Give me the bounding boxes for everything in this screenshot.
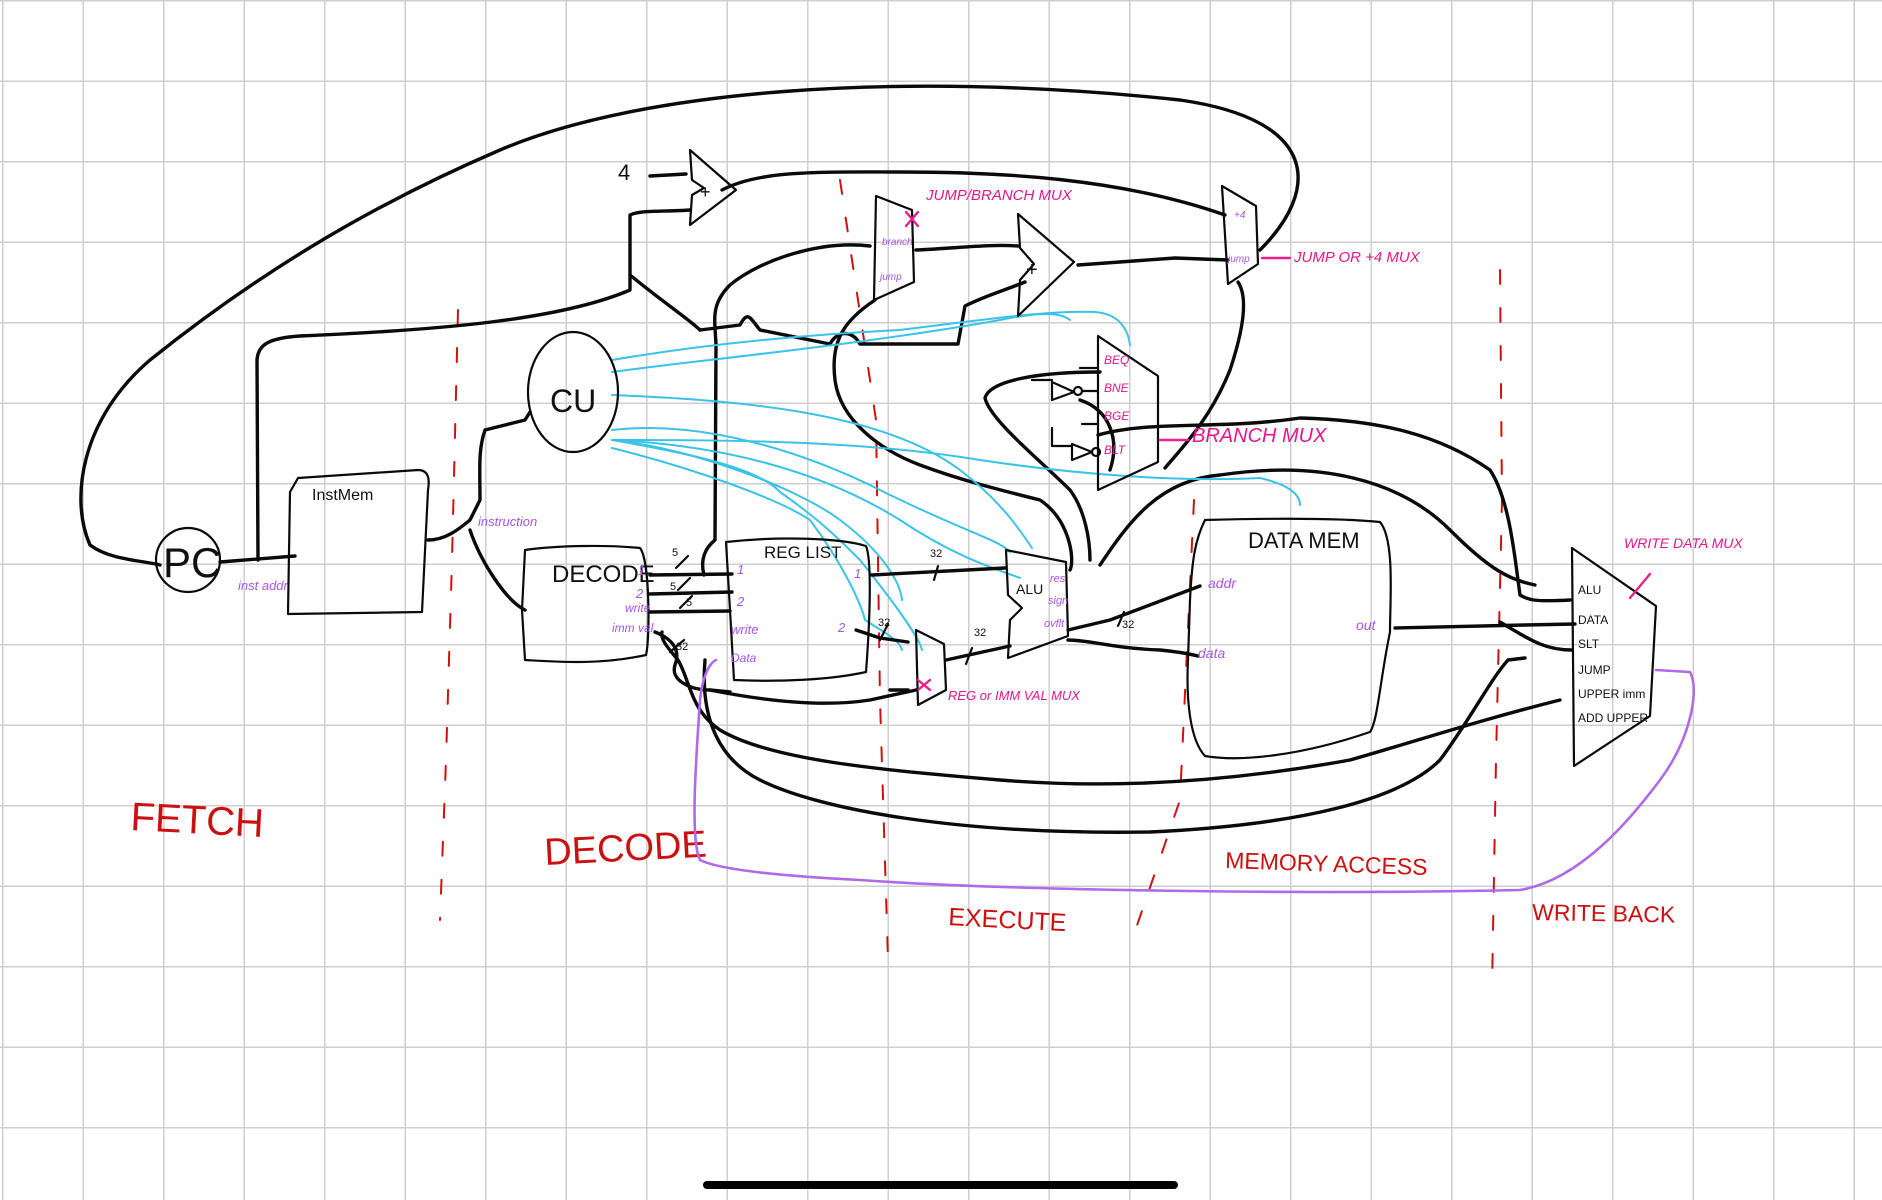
- instruction-wire: [426, 410, 532, 542]
- slt-into-writedata-wire: [1498, 620, 1574, 652]
- alu-label: ALU: [1016, 581, 1043, 597]
- program-counter: PC: [154, 526, 221, 594]
- port-reg-out-1: 1: [854, 566, 861, 581]
- instmem-label: InstMem: [312, 487, 373, 504]
- alu: ALU res sign ovflt: [1004, 548, 1070, 660]
- mux-label-jump-or-plus4: JUMP OR +4 MUX: [1293, 249, 1421, 266]
- wd-input-add-upper: ADD UPPER: [1578, 711, 1648, 725]
- stage-label-memory-access: MEMORY ACCESS: [1225, 847, 1428, 880]
- port-mem-addr: addr: [1208, 575, 1237, 591]
- jump-branch-mux: branch jump JUMP/BRANCH MUX: [872, 187, 1073, 302]
- bus-width-reg-out2: 32: [878, 617, 890, 629]
- port-j4-plus4: +4: [1234, 210, 1246, 221]
- port-alu-overflow: ovflt: [1044, 618, 1065, 630]
- alu-to-datamem-wire: [1066, 584, 1202, 632]
- control-unit: CU: [526, 330, 620, 454]
- pc-plus4-adder: + 4: [618, 148, 738, 227]
- wd-input-alu: ALU: [1578, 583, 1601, 597]
- wd-input-upper-imm: UPPER imm: [1578, 687, 1645, 701]
- pc-label: PC: [163, 539, 221, 586]
- port-reg-in-data: Data: [731, 651, 757, 665]
- port-j4-jump: jump: [1226, 254, 1250, 265]
- bus-width-alu-to-mem: 32: [1122, 619, 1134, 631]
- reg-or-imm-mux: 32: [914, 627, 1012, 707]
- port-br-bne: BNE: [1104, 381, 1130, 395]
- pc-to-instmem-wire: [218, 554, 297, 564]
- jump-or-plus4-mux: +4 jump JUMP OR +4 MUX: [1220, 184, 1421, 286]
- mux-label-jump-branch: JUMP/BRANCH MUX: [925, 187, 1073, 204]
- port-reg-in-1: 1: [737, 562, 744, 577]
- register-file: REG LIST 1 2 write Data 1 2: [724, 537, 871, 682]
- reglist-label: REG LIST: [764, 543, 841, 562]
- port-decode-write: write: [625, 601, 651, 615]
- decode-block: DECODE 1 2 write imm val: [520, 544, 655, 664]
- reg-imm-mux-cross: [916, 678, 932, 692]
- branch-adder: +: [1016, 212, 1076, 318]
- port-inst-addr: inst addr: [238, 578, 289, 593]
- port-instruction: instruction: [478, 514, 537, 529]
- adder-plus-symbol-2: +: [1026, 259, 1038, 281]
- instruction-memory: InstMem: [286, 468, 430, 616]
- stage-label-write-back: WRITE BACK: [1532, 899, 1676, 928]
- decode-to-reglist-buses: 5 5 5 32: [648, 547, 734, 694]
- decode-label: DECODE: [552, 561, 655, 588]
- imm-to-mux-wire: [708, 688, 918, 705]
- port-jb-branch: branch: [882, 237, 913, 248]
- port-br-blt: BLT: [1104, 443, 1127, 457]
- cu-label: CU: [550, 383, 596, 419]
- constant-four: 4: [618, 160, 630, 185]
- bus-width-reg-out1: 32: [930, 548, 942, 560]
- bus-width-imm: 32: [676, 641, 688, 653]
- stage-labels: FETCH DECODE EXECUTE MEMORY ACCESS WRITE…: [130, 795, 1677, 937]
- bus-width-decode-reg2: 5: [670, 581, 676, 593]
- alu-to-datamem-tick: [1116, 610, 1126, 628]
- writeback-data-path: [693, 658, 1696, 894]
- write-data-mux: ALU DATA SLT JUMP UPPER imm ADD UPPER WR…: [1570, 535, 1743, 768]
- port-mem-data: data: [1198, 645, 1225, 661]
- port-alu-sign: sign: [1048, 595, 1068, 607]
- adder-plus-symbol-1: +: [700, 182, 711, 202]
- port-decode-2: 2: [635, 586, 644, 601]
- instruction-to-decode-wire: [468, 528, 527, 612]
- data-memory: DATA MEM addr data out: [1186, 517, 1392, 760]
- stage-separators: [439, 179, 1504, 991]
- port-decode-1: 1: [638, 563, 645, 578]
- port-decode-imm: imm val: [612, 621, 654, 635]
- mux-label-branch: BRANCH MUX: [1192, 425, 1327, 447]
- alu-result-wire: [1066, 638, 1200, 658]
- reglist-output-buses: 32 32: [854, 548, 1007, 692]
- port-jb-jump: jump: [878, 272, 902, 283]
- port-alu-res: res: [1050, 573, 1066, 585]
- home-indicator-bar[interactable]: [703, 1181, 1178, 1189]
- datamem-label: DATA MEM: [1248, 528, 1360, 553]
- branch-mux: BEQ BNE BGE BLT BRANCH MUX: [1030, 334, 1327, 492]
- port-reg-in-2: 2: [736, 594, 745, 609]
- bus-width-mux-to-alu: 32: [974, 627, 986, 639]
- mux-label-write-data: WRITE DATA MUX: [1624, 535, 1743, 551]
- port-mem-out: out: [1356, 617, 1377, 633]
- wd-input-jump: JUMP: [1578, 663, 1611, 677]
- port-br-bge: BGE: [1104, 409, 1130, 423]
- port-reg-in-write: write: [731, 622, 758, 637]
- stage-label-execute: EXECUTE: [948, 903, 1067, 937]
- port-br-beq: BEQ: [1104, 353, 1129, 367]
- wd-input-slt: SLT: [1578, 637, 1600, 651]
- stage-label-decode: DECODE: [543, 824, 708, 874]
- feedback-wires: [79, 84, 1577, 834]
- mux-label-reg-or-imm: REG or IMM VAL MUX: [948, 688, 1081, 703]
- bus-width-decode-write: 5: [686, 597, 692, 609]
- bus-width-decode-reg1: 5: [672, 547, 678, 559]
- port-reg-out-2: 2: [837, 620, 846, 635]
- wd-input-data: DATA: [1578, 613, 1608, 627]
- stage-label-fetch: FETCH: [130, 795, 265, 846]
